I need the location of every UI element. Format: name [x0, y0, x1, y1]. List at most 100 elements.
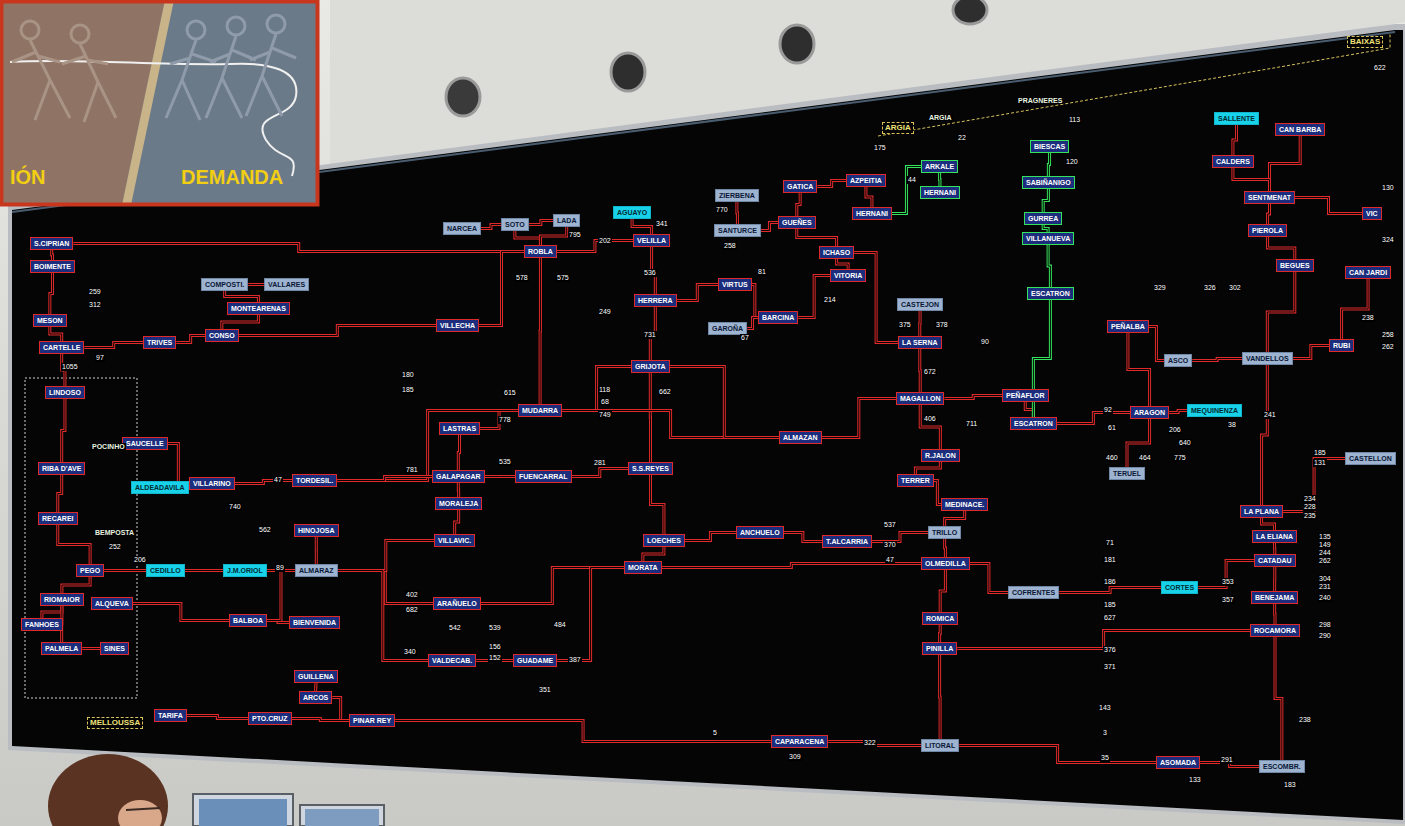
flow-value: 1055: [61, 363, 79, 371]
substation-box: ICHASO: [819, 246, 854, 259]
line-path: [1275, 637, 1282, 760]
flow-value: 97: [95, 354, 105, 362]
line-core: [222, 315, 259, 329]
line-core: [62, 399, 65, 462]
transmission-line: [185, 570, 223, 571]
line-path: [479, 252, 524, 326]
line-path: [572, 469, 628, 477]
flow-value: 44: [907, 176, 917, 184]
substation-name: TARIFA: [158, 711, 183, 720]
substation-box: ROBLA: [524, 245, 557, 258]
flow-value: 135: [1318, 533, 1332, 541]
transmission-line: [235, 481, 292, 484]
substation-box: LINDOSO: [45, 386, 85, 399]
substation-name: ALMARAZ: [299, 566, 334, 575]
line-core: [1267, 272, 1294, 352]
line-core: [50, 273, 53, 314]
line-path: [940, 570, 945, 612]
substation-name: LA PLANA: [1244, 507, 1279, 516]
transmission-line: [945, 511, 965, 526]
transmission-line: [1268, 204, 1270, 224]
flow-value: 290: [1318, 632, 1332, 640]
substation-name: ROMICA: [926, 614, 954, 623]
substation-box: VILLAVIC.: [434, 534, 475, 547]
line-core: [235, 481, 292, 484]
line-core: [1198, 561, 1254, 588]
figure-body: [12, 40, 70, 120]
substation-box: MESON: [33, 314, 67, 327]
line-path: [866, 187, 872, 207]
substation-box: S.CIPRIAN: [30, 237, 73, 250]
transmission-line: [239, 326, 436, 336]
substation-box: HERNANI: [920, 186, 960, 199]
line-core: [817, 181, 846, 187]
substation-name: PEÑAFLOR: [1006, 391, 1045, 400]
substation-box: CAPARACENA: [771, 735, 828, 748]
monitor: [300, 805, 384, 826]
substation-box: CORTES: [1161, 581, 1198, 594]
substation-box: VIC: [1362, 207, 1382, 220]
transmission-line: [854, 253, 898, 343]
line-core: [685, 533, 736, 541]
line-core: [1192, 359, 1242, 361]
line-path: [1149, 327, 1164, 361]
flow-value: 291: [1220, 756, 1234, 764]
line-path: [133, 604, 229, 621]
ceiling-spotlight: [953, 0, 987, 24]
flow-value: 244: [1318, 549, 1332, 557]
transmission-line: [685, 533, 736, 541]
substation-name: HERNANI: [924, 188, 956, 197]
flow-value: 262: [1381, 343, 1395, 351]
flow-value: 535: [498, 458, 512, 466]
flow-value: 682: [405, 606, 419, 614]
transmission-line: [51, 250, 53, 260]
line-path: [662, 564, 921, 568]
flow-value: 309: [788, 753, 802, 761]
transmission-line: [797, 193, 800, 216]
substation-name: CARTELLE: [43, 343, 80, 352]
substation-name: BOIMENTE: [34, 262, 71, 271]
substation-name: PEÑALBA: [1111, 322, 1145, 331]
substation-name: MUDARRA: [522, 406, 558, 415]
line-core: [944, 396, 1002, 399]
substation-box: TARIFA: [154, 709, 187, 722]
line-path: [314, 683, 317, 691]
line-core: [479, 252, 524, 326]
flow-value: 67: [740, 334, 750, 342]
line-core: [1262, 518, 1275, 530]
transmission-line: [292, 719, 349, 721]
line-core: [485, 476, 515, 477]
flow-value: 387: [568, 656, 582, 664]
line-core: [747, 318, 758, 329]
ceiling-spotlight: [780, 25, 814, 63]
flow-value: 627: [1103, 614, 1117, 622]
line-path: [562, 367, 631, 411]
line-path: [797, 193, 800, 216]
substation-box: RIBA D'AVE: [38, 462, 85, 475]
substation-name: GUILLENA: [298, 672, 334, 681]
line-path: [1192, 359, 1242, 361]
line-core: [822, 399, 896, 438]
substation-box: BIENVENIDA: [289, 616, 340, 629]
transmission-line: [650, 373, 651, 462]
line-path: [58, 525, 90, 564]
line-core: [1268, 237, 1295, 259]
line-path: [1267, 272, 1294, 352]
line-path: [1283, 459, 1345, 512]
line-core: [168, 444, 189, 484]
line-core: [854, 253, 898, 343]
line-path: [539, 258, 542, 404]
ceiling-spotlight: [611, 53, 645, 91]
transmission-line: [557, 241, 633, 252]
transmission-line: [1262, 518, 1275, 530]
flow-value: 375: [898, 321, 912, 329]
flow-value: 185: [1103, 601, 1117, 609]
flow-value: 262: [1318, 557, 1332, 565]
transmission-line: [332, 698, 349, 721]
line-path: [222, 315, 259, 329]
substation-name: NARCEA: [447, 224, 477, 233]
substation-box: PINAR REY: [349, 714, 395, 727]
line-core: [1233, 168, 1270, 191]
substation-name: PEGO: [80, 566, 100, 575]
substation-name: CALDERS: [1216, 157, 1250, 166]
